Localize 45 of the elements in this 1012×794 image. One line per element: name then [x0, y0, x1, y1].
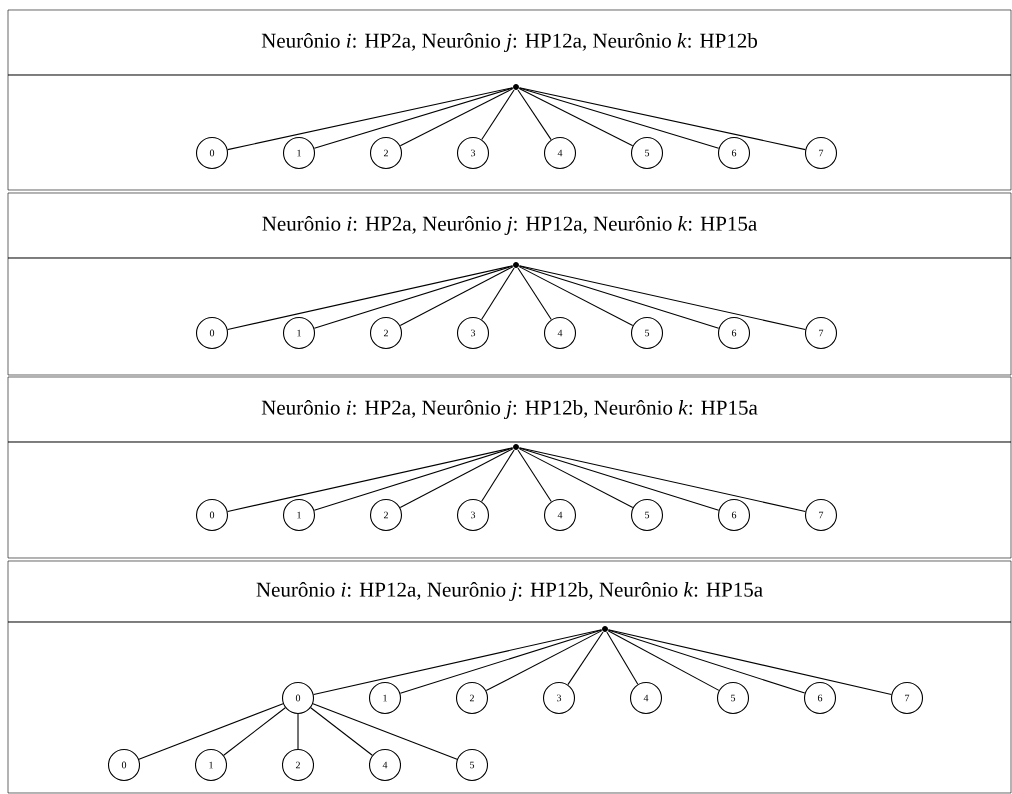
tree-edge	[481, 267, 515, 320]
tree-edge	[313, 629, 603, 695]
tree-cell	[7, 441, 1012, 559]
tree-edge	[567, 631, 604, 686]
tree-edge	[518, 266, 634, 327]
tree-edge	[518, 447, 720, 511]
tree-edge	[481, 449, 515, 502]
tree-edge	[517, 89, 552, 141]
tree-edge	[399, 88, 514, 147]
tree-edge	[481, 89, 515, 141]
tree-edge	[227, 87, 514, 151]
tree-edge	[518, 447, 806, 513]
tree-edge	[399, 448, 514, 509]
tree-edge	[313, 447, 514, 511]
header-cell: Neurônio i: HP2a, Neurônio j: HP12b, Neurônio k: HP15a	[7, 376, 1012, 443]
tree-edge	[517, 267, 552, 321]
tree-edge	[485, 630, 603, 692]
tree-edge	[607, 630, 720, 691]
tree-edge	[312, 703, 458, 760]
tree-edge	[138, 703, 284, 760]
tree-edge	[297, 713, 299, 750]
tree-edge	[518, 448, 634, 509]
tree-edge	[518, 87, 806, 151]
header-cell: Neurônio i: HP2a, Neurônio j: HP12a, Neurônio k: HP12b	[7, 9, 1012, 76]
tree-edge	[313, 87, 514, 149]
tree-edge	[310, 707, 373, 756]
tree-edge	[518, 88, 634, 147]
tree-edge	[606, 631, 639, 685]
tree-edge	[607, 629, 892, 695]
tree-edge	[223, 707, 286, 756]
tree-cell	[7, 74, 1012, 191]
tree-edge	[227, 447, 514, 513]
tree-cell	[7, 257, 1012, 376]
tree-edge	[313, 265, 514, 329]
tree-cell	[7, 621, 1012, 794]
tree-edge	[517, 449, 552, 503]
header-cell: Neurônio i: HP2a, Neurônio j: HP12a, Neurônio k: HP15a	[7, 192, 1012, 259]
header-cell: Neurônio i: HP12a, Neurônio j: HP12b, Neurônio k: HP15a	[7, 560, 1012, 623]
tree-edge	[399, 266, 514, 327]
tree-edge	[518, 87, 720, 149]
tree-edge	[607, 629, 806, 694]
tree-edge	[518, 265, 720, 329]
tree-edge	[399, 629, 603, 694]
tree-edge	[518, 265, 806, 331]
tree-edge	[227, 265, 514, 331]
